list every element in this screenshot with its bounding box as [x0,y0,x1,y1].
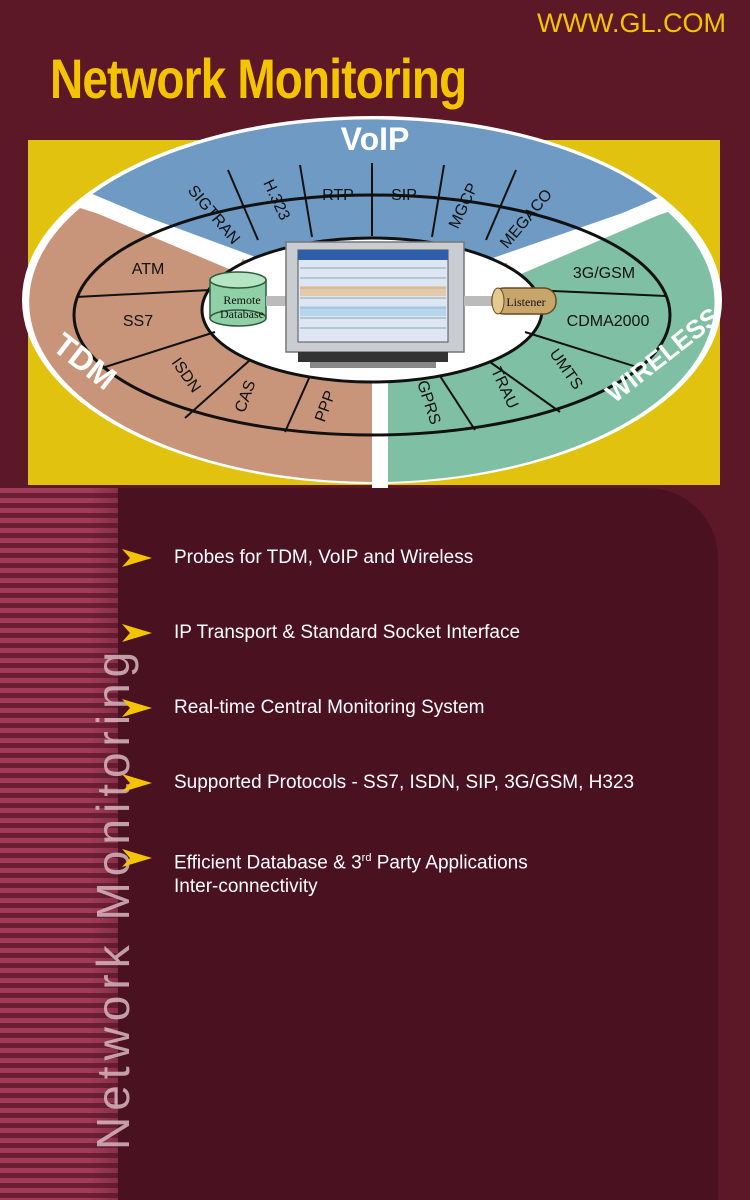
page-title: Network Monitoring [50,47,467,110]
bullet-item: IP Transport & Standard Socket Interface [122,621,520,645]
arrow-bullet-icon [122,549,152,567]
bullet-item: Supported Protocols - SS7, ISDN, SIP, 3G… [122,771,634,795]
bullet-item: Probes for TDM, VoIP and Wireless [122,546,473,570]
remote-database-icon: Remote Database [209,271,267,327]
tdm-dividers [75,289,311,433]
bullet-text: Real-time Central Monitoring System [174,697,485,718]
protocol-ss7: SS7 [123,313,153,330]
db-connector [266,296,296,306]
network-diagram: VoIP SIGTRAN H.323 RTP SIP MGCP MEGACO T… [22,116,725,495]
arrow-bullet-icon [122,774,152,792]
bullet-superscript: rd [361,852,372,864]
bullet-item: Real-time Central Monitoring System [122,696,484,720]
monitor-icon [285,241,465,368]
separator-right [506,196,668,278]
bullet-text-part: Efficient Database & 3 [174,852,362,874]
bullet-text-line2: Inter-connectivity [174,876,318,898]
protocol-cdma2000: CDMA2000 [567,313,650,330]
bullet-item: Efficient Database & 3rd Party Applicati… [122,846,528,899]
separator-left [82,192,244,273]
arrow-bullet-icon [122,849,152,867]
bullet-text: IP Transport & Standard Socket Interface [174,622,521,643]
voip-segment [90,119,660,300]
voip-dividers [227,163,517,241]
arrow-bullet-icon [122,699,152,717]
bullet-text: Efficient Database & 3rd Party Applicati… [174,846,528,899]
remote-db-line2: Database [220,307,264,321]
bullet-text-part: Party Applications [371,852,528,874]
listener-icon: Listener [491,287,557,315]
protocol-3g-gsm: 3G/GSM [573,265,635,282]
arrow-bullet-icon [122,624,152,642]
protocol-sip: SIP [391,187,417,204]
bullet-text: Probes for TDM, VoIP and Wireless [174,547,474,568]
voip-label: VoIP [341,121,410,157]
protocol-atm: ATM [132,261,165,278]
remote-db-line1: Remote [223,293,260,307]
listener-label: Listener [506,295,545,309]
protocol-rtp: RTP [322,187,354,204]
bullet-text: Supported Protocols - SS7, ISDN, SIP, 3G… [174,772,635,793]
listener-connector [464,296,498,306]
site-url[interactable]: WWW.GL.COM [537,8,726,38]
features-card [118,488,718,1200]
